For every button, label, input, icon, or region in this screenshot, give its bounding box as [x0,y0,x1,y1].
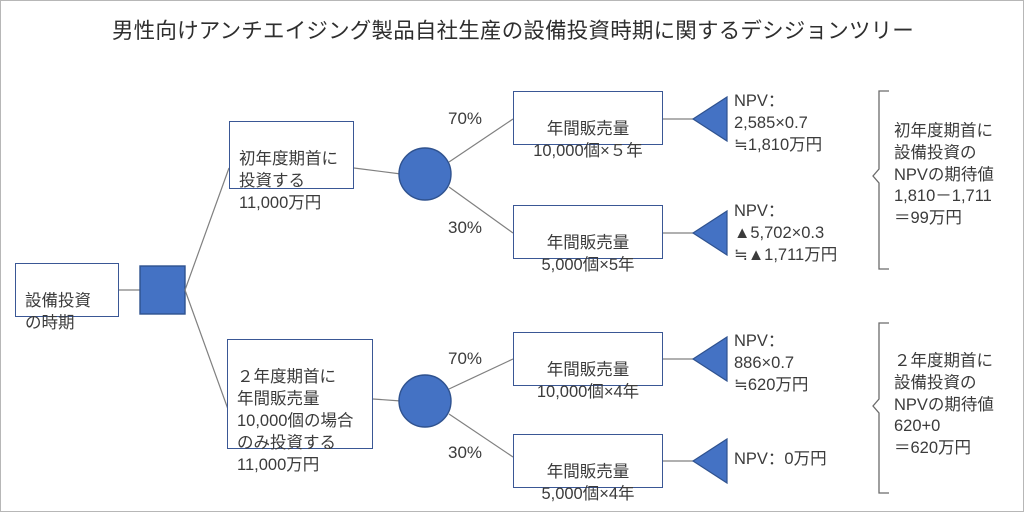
connector-upper-box-to-circle [353,167,402,175]
page-title: 男性向けアンチエイジング製品自社生産の設備投資時期に関するデシジョンツリー [111,19,915,43]
connector-lower-circle-to-outcome1 [448,358,514,390]
brace-lower [872,322,889,494]
outcome-box-lower-1[interactable]: 年間販売量 10,000個×4年 [513,332,663,401]
brace-upper [872,90,889,270]
decision-box-upper[interactable]: 初年度期首に 投資する 11,000万円 [229,121,354,212]
chance-circle-node-lower [398,374,452,428]
outcome-box-lower-2[interactable]: 年間販売量 5,000個×4年 [513,434,663,503]
outcome-box-lower-1-label: 年間販売量 10,000個×4年 [536,360,640,401]
terminal-triangle-2 [691,209,728,257]
outcome-box-lower-2-label: 年間販売量 5,000個×4年 [541,462,635,503]
decision-box-lower-label: ２年度期首に 年間販売量 10,000個の場合 のみ投資する 11,000万円 [237,367,354,474]
connector-lower-box-to-circle [372,398,402,402]
decision-square-node [139,265,186,315]
terminal-triangle-3 [691,335,728,383]
npv-label-upper-2: NPV： ▲5,702×0.3 ≒▲1,711万円 [734,202,838,264]
connector-square-to-upper [184,167,230,291]
outcome-box-upper-2[interactable]: 年間販売量 5,000個×5年 [513,205,663,274]
decision-box-upper-label: 初年度期首に 投資する 11,000万円 [239,149,338,212]
outcome-box-upper-1-label: 年間販売量 10,000個×５年 [533,119,643,160]
root-node-box[interactable]: 設備投資 の時期 [15,263,119,332]
root-node-label: 設備投資 の時期 [25,291,91,332]
npv-label-upper-1: NPV： 2,585×0.7 ≒1,810万円 [734,92,823,154]
terminal-triangle-1 [691,95,728,143]
summary-lower: ２年度期首に 設備投資の NPVの期待値 620+0 ＝620万円 [894,352,994,458]
probability-label-upper-2: 30% [448,218,483,237]
npv-label-lower-2: NPV：0万円 [734,450,827,468]
decision-box-lower[interactable]: ２年度期首に 年間販売量 10,000個の場合 のみ投資する 11,000万円 [227,339,373,474]
chance-circle-node-upper [398,147,452,201]
connector-square-to-lower [184,289,230,413]
probability-label-upper-1: 70% [448,109,483,128]
outcome-box-upper-1[interactable]: 年間販売量 10,000個×５年 [513,91,663,160]
terminal-triangle-4 [691,437,728,485]
summary-upper: 初年度期首に 設備投資の NPVの期待値 1,810－1,711 ＝99万円 [894,122,994,228]
probability-label-lower-1: 70% [448,349,483,368]
connector-upper-circle-to-outcome1 [448,118,514,163]
connector-lower-circle-to-outcome2 [448,413,514,458]
outcome-box-upper-2-label: 年間販売量 5,000個×5年 [541,233,635,274]
probability-label-lower-2: 30% [448,443,483,462]
connector-upper-circle-to-outcome2 [448,186,514,234]
npv-label-lower-1: NPV： 886×0.7 ≒620万円 [734,332,809,394]
